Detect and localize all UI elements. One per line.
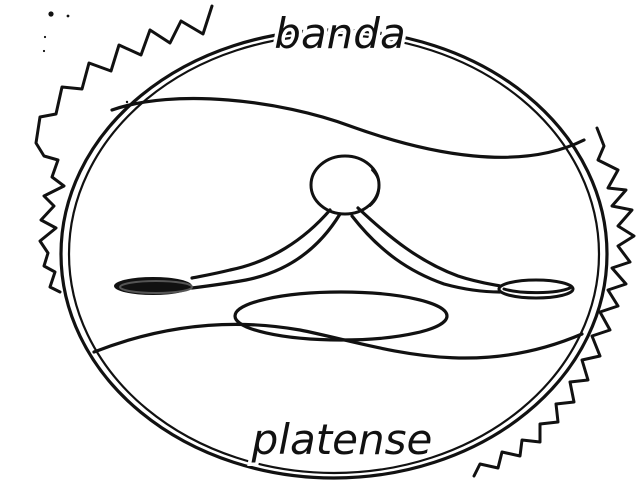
left-hand-ellipse-highlight bbox=[119, 280, 193, 294]
left-arm-outer bbox=[190, 208, 332, 280]
head-circle bbox=[309, 154, 381, 216]
right-hand-ellipse-fill-line bbox=[502, 286, 572, 295]
top-word: banda bbox=[274, 9, 405, 58]
left-arm-inner bbox=[190, 212, 342, 290]
outer-ring bbox=[59, 28, 609, 480]
head-circle-highlight bbox=[369, 169, 381, 207]
sun-rays-right bbox=[472, 126, 636, 478]
upper-wave-band bbox=[110, 96, 586, 159]
right-arm-outer bbox=[356, 206, 502, 288]
sun-rays-upper-left bbox=[34, 4, 214, 294]
outer-ring-inner-line bbox=[67, 33, 601, 475]
right-hand-ellipse bbox=[497, 278, 575, 300]
bottom-word: platense bbox=[251, 415, 433, 464]
lower-wave-band bbox=[92, 322, 584, 360]
ink-specks bbox=[42, 11, 129, 104]
right-arm-inner bbox=[350, 214, 502, 294]
center-oval bbox=[233, 290, 449, 342]
